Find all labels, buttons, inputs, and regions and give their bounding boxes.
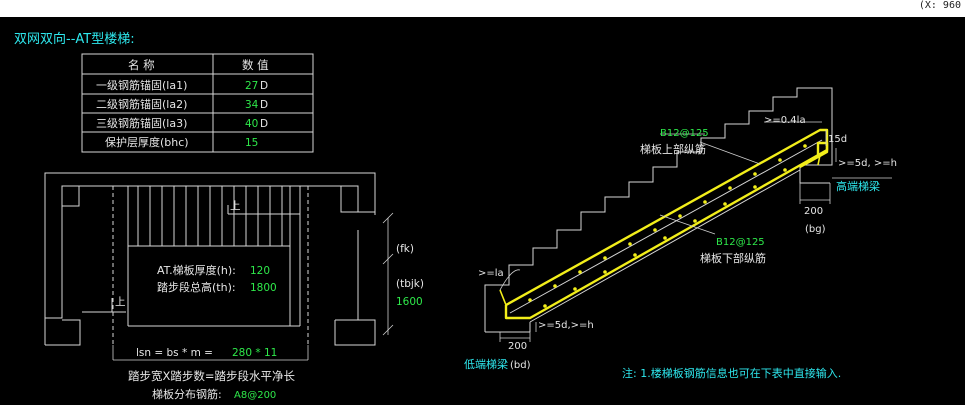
bottom-rebar-label: 梯板下部纵筋 [700,251,766,265]
table-row-value[interactable]: 40 [245,118,258,130]
params-table: 名 称 数 值 一级钢筋锚固(la1) 27 D 二级钢筋锚固(la2) 34 … [81,53,314,153]
top-rebar [504,141,829,320]
low-beam-code: (bd) [510,360,531,371]
formula-text: 踏步宽X踏步数=踏步段水平净长 [128,369,296,383]
table-row-value[interactable]: 15 [245,137,258,149]
stair-tread-lines [127,186,301,327]
step-profile [484,87,833,305]
high-bottom-label: >=5d, >=h [838,158,897,169]
dist-rebar-value[interactable]: A8@200 [234,390,276,401]
table-row-value[interactable]: 34 [245,99,259,111]
up-label-top: 上 [230,200,241,212]
table-row-unit: D [260,80,268,92]
high-anchor-label: >=0.4la [764,115,806,126]
section-note: 注: 1.楼梯板钢筋信息也可在下表中直接输入. [622,366,841,380]
table-row-label: 二级钢筋锚固(la2) [96,97,187,111]
low-bottom-label: >=5d,>=h [538,320,594,331]
table-row-label: 三级钢筋锚固(la3) [96,116,187,130]
high-beam-width: 200 [804,206,823,217]
stair-plan-view: 上 上 AT.梯板厚度(h): 120 踏步段总高(th): 1800 (fk)… [44,172,424,401]
slab-thickness-label: AT.梯板厚度(h): [157,263,236,277]
table-row-label: 保护层厚度(bhc) [105,135,189,149]
table-header-value: 数 值 [242,58,269,72]
tbjk-value[interactable]: 1600 [396,296,423,308]
cursor-coordinates: (X: 960 [918,0,961,11]
top-strip: (X: 960 [0,0,965,17]
high-beam-code: (bg) [805,224,826,235]
table-row-unit: D [260,99,268,111]
low-anchor-label: >=la [478,268,504,279]
dist-rebar-label: 梯板分布钢筋: [152,387,222,401]
total-height-label: 踏步段总高(th): [157,280,236,294]
top-rebar-label: 梯板上部纵筋 [640,142,706,156]
tbjk-label: (tbjk) [396,278,424,290]
table-row-unit: D [260,118,268,130]
stair-section-view: B12@125 梯板上部纵筋 B12@125 梯板下部纵筋 >=0.4la 15… [464,87,897,380]
slab-thickness-value[interactable]: 120 [250,265,270,277]
table-row-value[interactable]: 27 [245,80,258,92]
fk-label: (fk) [396,243,414,255]
lsn-label: lsn = bs * m = [136,347,213,359]
total-height-value[interactable]: 1800 [250,282,277,294]
low-beam-label: 低端梯梁 [464,357,508,371]
table-border [81,53,314,153]
table-row-label: 一级钢筋锚固(la1) [96,78,187,92]
bottom-rebar [505,128,829,307]
table-header-name: 名 称 [128,58,155,72]
bottom-rebar-spec[interactable]: B12@125 [716,237,765,248]
top-rebar-spec[interactable]: B12@125 [660,128,709,139]
drawing-title: 双网双向--AT型楼梯: [14,31,135,47]
high-beam-label: 高端梯梁 [836,179,880,193]
lsn-value[interactable]: 280 * 11 [232,347,277,359]
distribution-bar-dots [528,144,807,308]
low-beam-width: 200 [508,341,527,352]
up-label-left: 上 [115,296,126,308]
high-hook-label: 15d [828,134,847,145]
